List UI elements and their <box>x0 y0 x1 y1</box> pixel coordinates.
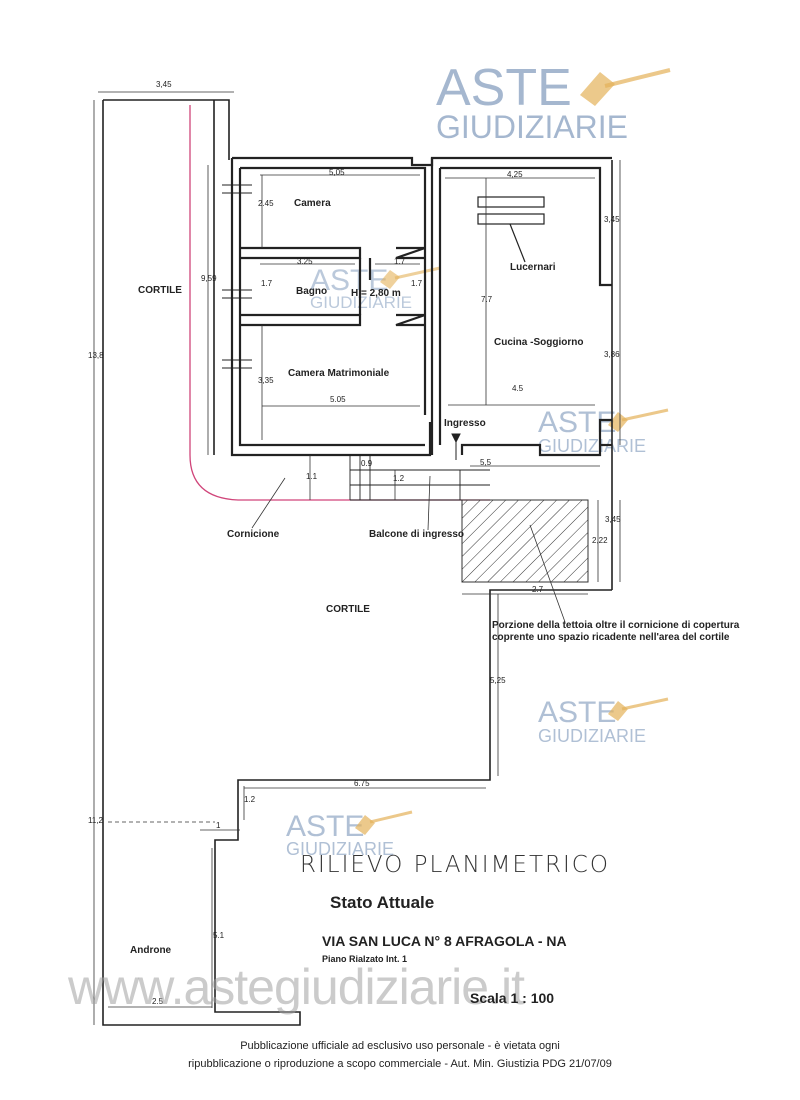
watermark-aste: ASTE <box>538 406 616 439</box>
room-cucina-soggiorno: Cucina -Soggiorno <box>494 337 583 348</box>
dim-androne-depth: 5.1 <box>213 931 225 940</box>
watermark-giudiziarie: GIUDIZIARIE <box>436 109 628 145</box>
dim-gap-11: 1.1 <box>306 472 318 481</box>
watermark-aste: ASTE <box>310 264 388 297</box>
dim-bagno-width: 3.25 <box>297 257 313 266</box>
dim-camera-depth: 2.45 <box>258 199 274 208</box>
dim-tettoia-h2: 2,22 <box>592 536 608 545</box>
dim-bagno-right2: 1.7 <box>411 279 423 288</box>
watermark-aste: ASTE <box>436 59 572 117</box>
gavel-icon <box>380 270 400 289</box>
label-cortile-mid: CORTILE <box>326 604 370 615</box>
dim-cucina-lower: 3,86 <box>604 350 620 359</box>
apartment-walls <box>230 156 612 457</box>
dim-step-1: 1 <box>216 821 221 830</box>
room-camera-matrimoniale: Camera Matrimoniale <box>288 368 390 379</box>
dim-cucina-depth: 7.7 <box>481 295 493 304</box>
label-lucernari: Lucernari <box>510 262 556 273</box>
label-balcone: Balcone di ingresso <box>369 529 464 540</box>
watermark-giudiziarie: GIUDIZIARIE <box>538 436 646 456</box>
gavel-icon <box>580 72 615 106</box>
watermark-logo-right: ASTE GIUDIZIARIE <box>538 406 669 456</box>
watermark-logo-bottom: ASTE GIUDIZIARIE <box>286 810 413 859</box>
dim-left-lower: 11,2 <box>88 816 104 825</box>
dim-camera-width: 5,05 <box>329 168 345 177</box>
dim-cucina-bottom: 4.5 <box>512 384 524 393</box>
skylights <box>477 196 545 263</box>
label-cornicione: Cornicione <box>227 529 280 540</box>
watermark-giudiziarie: GIUDIZIARIE <box>538 726 646 746</box>
dim-matrimoniale-depth: 3,35 <box>258 376 274 385</box>
dim-matrimoniale-width: 5.05 <box>330 395 346 404</box>
watermark-giudiziarie: GIUDIZIARIE <box>286 839 394 859</box>
room-height: H = 2,80 m <box>351 288 401 299</box>
dim-gap-09: 0.9 <box>361 459 373 468</box>
label-cortile-top: CORTILE <box>138 285 182 296</box>
dimension-lines <box>93 91 621 1025</box>
dim-bagno-right: 1.7 <box>394 257 406 266</box>
gavel-icon <box>355 815 375 835</box>
dim-ingresso-width: 5,5 <box>480 458 492 467</box>
dim-androne-width: 2.5 <box>152 997 164 1006</box>
gavel-icon <box>608 412 628 432</box>
watermark-logo-top: ASTE GIUDIZIARIE <box>436 59 671 145</box>
watermark-logo-middle: ASTE GIUDIZIARIE <box>538 696 669 746</box>
dim-long-side: 5,25 <box>490 676 506 685</box>
dim-cucina-width: 4,25 <box>507 170 523 179</box>
room-androne: Androne <box>130 945 172 956</box>
dim-top-width: 3,45 <box>156 80 172 89</box>
dim-step-12: 1.2 <box>244 795 256 804</box>
left-windows <box>222 184 252 369</box>
label-ingresso: Ingresso <box>444 418 486 429</box>
courtyard-outline <box>102 99 613 1026</box>
dim-bottom-width: 6.75 <box>354 779 370 788</box>
dim-outer-height: 13,8 <box>88 351 104 360</box>
canopy-hatched-area <box>461 499 589 583</box>
property-line-pink <box>189 105 490 501</box>
room-bagno: Bagno <box>296 286 327 297</box>
note-portion-2: coprente uno spazio ricadente nell'area … <box>492 632 730 643</box>
entry-arrow-icon <box>451 433 461 460</box>
note-portion-1: Porzione della tettoia oltre il cornicio… <box>492 620 740 631</box>
leader-lines <box>251 475 566 623</box>
watermark-aste: ASTE <box>286 810 364 843</box>
gavel-icon <box>608 701 628 721</box>
dim-tettoia-h1: 3,45 <box>605 515 621 524</box>
dim-left-total: 9,59 <box>201 274 217 283</box>
dim-balcone-12: 1.2 <box>393 474 405 483</box>
dim-cucina-upper: 3,45 <box>604 215 620 224</box>
dim-bagno-depth: 1.7 <box>261 279 273 288</box>
room-camera: Camera <box>294 198 331 209</box>
watermark-aste: ASTE <box>538 696 616 729</box>
dim-tettoia-w: 2.7 <box>532 585 544 594</box>
